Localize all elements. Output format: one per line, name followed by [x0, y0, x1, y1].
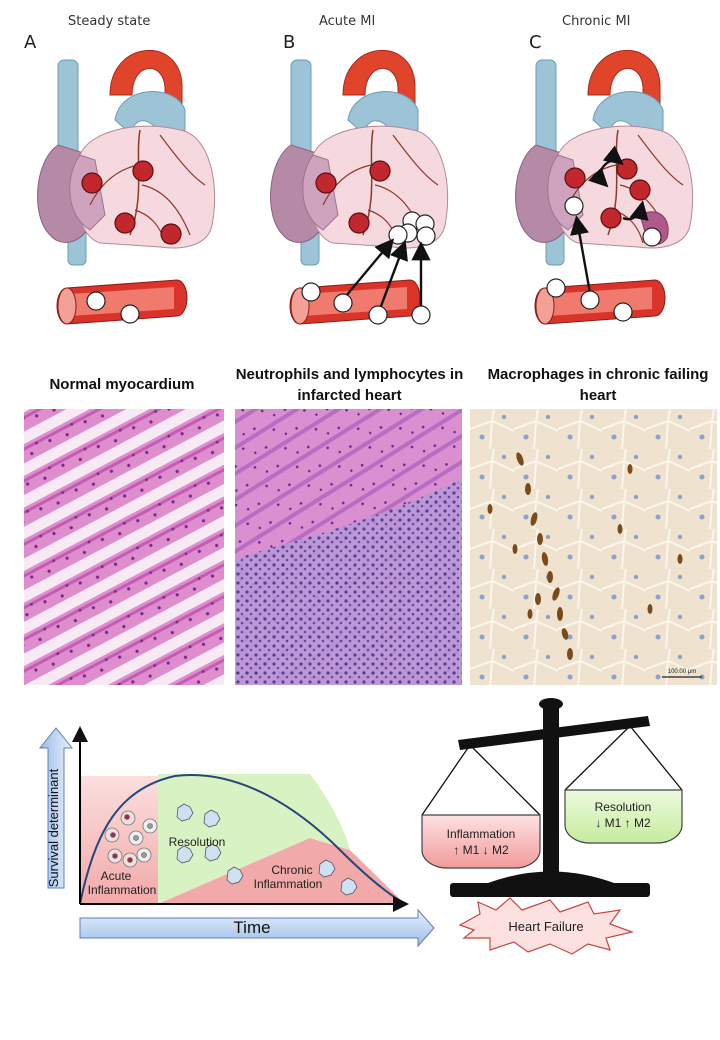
histology-chronic-title: Macrophages in chronic failing heart [487, 366, 709, 404]
resolution-pan-title: Resolution [595, 800, 652, 814]
graph-ylabel: Survival determinant [46, 768, 61, 887]
resolution-pan-sub: ↓ M1 ↑ M2 [595, 816, 651, 830]
heart-failure-burst [458, 897, 635, 955]
resolution-pan [564, 789, 683, 844]
heart-failure-label: Heart Failure [508, 919, 583, 934]
histology-chronic-image: 100.00 μm [470, 409, 717, 685]
scale-bar-label: 100.00 μm [668, 669, 696, 675]
panel-b-title: Acute MI [319, 14, 376, 29]
heart-chronic-mi [514, 49, 694, 325]
histology-acute-image [235, 409, 462, 685]
histology-normal-title: Normal myocardium [49, 376, 195, 393]
acute-region [80, 776, 158, 904]
panel-c-title: Chronic MI [562, 14, 631, 29]
resolution-region [158, 774, 310, 904]
inflammation-pan [421, 814, 541, 869]
heart-steady-state [36, 49, 216, 325]
neutrophil-cells [104, 810, 158, 868]
inflammation-pan-sub: ↑ M1 ↓ M2 [453, 843, 509, 857]
histology-normal-image [24, 409, 224, 685]
balance-scale: Inflammation ↑ M1 ↓ M2 Resolution ↓ M1 ↑… [421, 698, 683, 955]
macrophage-stain-cluster [487, 452, 683, 660]
heart-acute-mi [269, 49, 449, 325]
panel-a-letter: A [24, 32, 37, 53]
panel-c-letter: C [529, 32, 542, 53]
panel-a-title: Steady state [68, 14, 151, 29]
inflammation-pan-title: Inflammation [447, 827, 516, 841]
graph-xlabel: Time [233, 918, 270, 937]
histology-acute-title: Neutrophils and lymphocytes in infarcted… [235, 366, 464, 404]
macrophage-cells [176, 803, 358, 896]
heart-panels [36, 49, 694, 325]
panel-b-letter: B [283, 32, 296, 53]
label-resolution: Resolution [169, 835, 226, 849]
